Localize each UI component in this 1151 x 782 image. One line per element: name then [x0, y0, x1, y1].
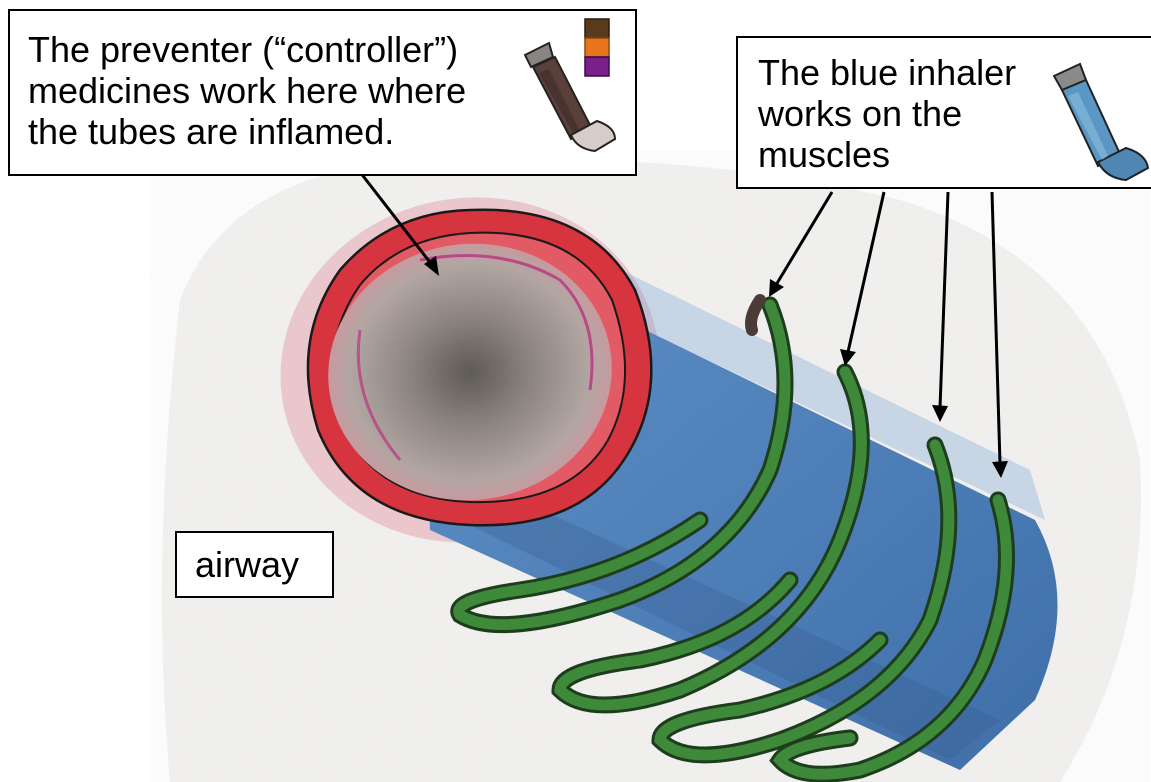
- color-swatch: [585, 57, 609, 76]
- airway-label-text: airway: [195, 544, 299, 585]
- color-swatch: [585, 19, 609, 38]
- color-swatches: [585, 19, 609, 76]
- brown-inhaler-icon: [515, 17, 625, 155]
- blue-inhaler-icon: [1046, 50, 1151, 184]
- preventer-label-text: The preventer (“controller”) medicines w…: [28, 29, 466, 152]
- blue-inhaler-label-box: The blue inhaler works on the muscles: [736, 36, 1151, 189]
- blue-inhaler-label-text: The blue inhaler works on the muscles: [758, 52, 1016, 175]
- airway-label-box: airway: [175, 531, 334, 598]
- preventer-label-box: The preventer (“controller”) medicines w…: [8, 9, 637, 176]
- color-swatch: [585, 38, 609, 57]
